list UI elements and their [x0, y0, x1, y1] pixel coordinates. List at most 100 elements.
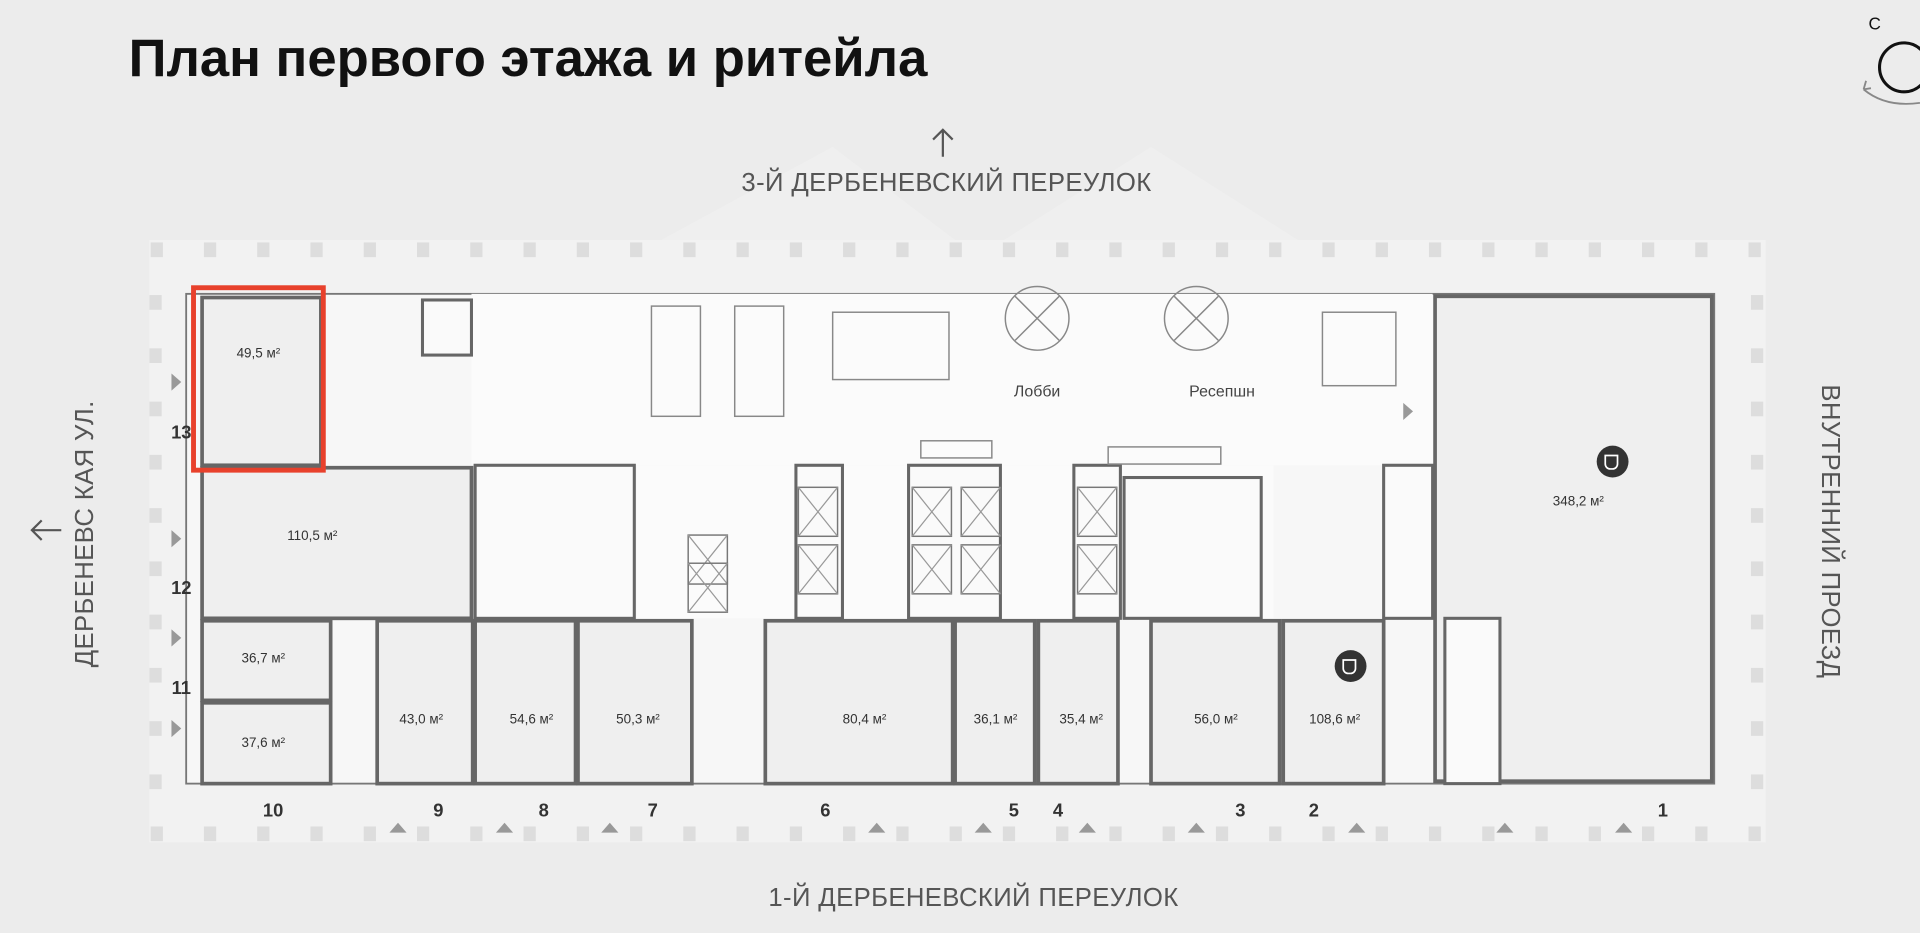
- retail-unit-11[interactable]: 36,7 м²: [200, 618, 333, 703]
- entrance-arrow-icon: [1403, 402, 1414, 420]
- core-block: [1072, 463, 1122, 620]
- entrance-number-7: 7: [648, 800, 658, 821]
- street-right: ВНУТРЕННИЙ ПРОЕЗД: [1816, 384, 1846, 678]
- column-marker: [149, 774, 162, 790]
- column-marker: [843, 826, 856, 842]
- entrance-number-5: 5: [1009, 800, 1019, 821]
- street-bottom: 1-Й ДЕРБЕНЕВСКИЙ ПЕРЕУЛОК: [768, 882, 1178, 912]
- column-marker: [1215, 826, 1229, 842]
- column-marker: [1428, 826, 1442, 842]
- column-marker: [150, 242, 163, 258]
- column-marker: [149, 561, 162, 577]
- entrance-number-13: 13: [171, 421, 191, 442]
- core-block: [1443, 616, 1502, 786]
- column-marker: [1750, 348, 1764, 364]
- column-marker: [1269, 242, 1282, 258]
- retail-unit-5[interactable]: 36,1 м²: [953, 618, 1037, 786]
- unit-outline: [200, 295, 323, 468]
- column-marker: [149, 295, 162, 310]
- column-marker: [896, 242, 909, 258]
- retail-unit-2[interactable]: 108,6 м²: [1281, 618, 1386, 786]
- retail-unit-6[interactable]: 80,4 м²: [763, 618, 955, 786]
- perimeter-columns: [149, 242, 1764, 842]
- retail-unit-9[interactable]: 43,0 м²: [375, 618, 475, 786]
- unit-outline: [375, 618, 475, 786]
- unit-area: 43,0 м²: [399, 712, 443, 727]
- column-marker: [630, 826, 643, 842]
- unit-outline: [1149, 618, 1282, 786]
- column-marker: [149, 667, 162, 683]
- column-marker: [470, 826, 483, 842]
- retail-unit-3[interactable]: 56,0 м²: [1149, 618, 1282, 786]
- retail-unit-10[interactable]: 37,6 м²: [200, 700, 333, 786]
- unit-outline: [576, 618, 694, 786]
- lobby-label: Лобби: [1014, 384, 1060, 401]
- column-marker: [1162, 242, 1175, 258]
- selected-unit-highlight[interactable]: [191, 285, 326, 473]
- column-marker: [630, 242, 643, 258]
- entrance-arrow-icon: [1078, 822, 1096, 833]
- column-marker: [1056, 826, 1069, 842]
- unit-area: 348,2 м²: [1553, 494, 1605, 509]
- entrance-arrow-icon: [1187, 822, 1205, 833]
- entrance-arrow-icon: [171, 629, 182, 647]
- column-marker: [1215, 242, 1229, 258]
- column-marker: [149, 614, 162, 630]
- column-marker: [1109, 242, 1122, 258]
- column-marker: [1002, 242, 1016, 258]
- arrow-left-icon: [30, 519, 62, 541]
- entrance-number-4: 4: [1053, 800, 1064, 821]
- elevator-icon: [911, 544, 953, 595]
- elevator-icon: [960, 544, 1002, 595]
- unit-area: 36,1 м²: [974, 712, 1018, 727]
- street-left: ДЕРБЕНЕВС КАЯ УЛ.: [71, 400, 99, 667]
- column-marker: [523, 826, 536, 842]
- unit-area: 54,6 м²: [510, 712, 554, 727]
- entrance-arrow-icon: [389, 822, 407, 833]
- unit-area: 50,3 м²: [616, 712, 660, 727]
- column-marker: [363, 826, 376, 842]
- column-marker: [1750, 295, 1764, 310]
- column-marker: [949, 242, 962, 258]
- column-marker: [1748, 826, 1761, 842]
- column-marker: [683, 242, 696, 258]
- page-title: План первого этажа и ритейла: [129, 29, 928, 88]
- column-marker: [1375, 242, 1388, 258]
- entrance-arrow-icon: [171, 719, 182, 738]
- entrance-number-12: 12: [171, 577, 191, 598]
- column-marker: [736, 242, 749, 258]
- backdrop-shape: [661, 146, 956, 240]
- entrance-arrow-icon: [868, 822, 886, 833]
- retail-unit-7[interactable]: 50,3 м²: [576, 618, 694, 786]
- entrance-arrow-icon: [495, 822, 514, 833]
- column-marker: [1535, 242, 1548, 258]
- unit-area: 49,5 м²: [237, 346, 281, 361]
- entrance-arrow-icon: [171, 530, 182, 548]
- unit-outline: [200, 700, 333, 786]
- retail-unit-4[interactable]: 35,4 м²: [1036, 618, 1120, 786]
- column-marker: [149, 348, 162, 364]
- column-marker: [576, 826, 590, 842]
- street-top: 3-Й ДЕРБЕНЕВСКИЙ ПЕРЕУЛОК: [741, 167, 1151, 197]
- column-marker: [257, 242, 270, 258]
- column-marker: [1056, 242, 1069, 258]
- retail-unit-8[interactable]: 54,6 м²: [473, 618, 578, 786]
- column-marker: [789, 242, 803, 258]
- compass-north-label: С: [1869, 13, 1881, 33]
- core-block: [473, 463, 636, 620]
- column-marker: [149, 508, 162, 523]
- column-marker: [1322, 242, 1335, 258]
- unit-area: 110,5 м²: [287, 528, 338, 543]
- compass-icon[interactable]: С: [1862, 13, 1920, 105]
- column-marker: [257, 826, 270, 842]
- unit-outline: [200, 465, 474, 621]
- entrance-arrow-icon: [1348, 822, 1366, 833]
- entrance-number-11: 11: [172, 677, 191, 698]
- column-marker: [1750, 561, 1764, 577]
- retail-unit-13[interactable]: 49,5 м²: [200, 295, 323, 468]
- column-marker: [416, 242, 430, 258]
- retail-unit-12[interactable]: 110,5 м²: [200, 465, 474, 621]
- entrance-number-3: 3: [1235, 800, 1245, 821]
